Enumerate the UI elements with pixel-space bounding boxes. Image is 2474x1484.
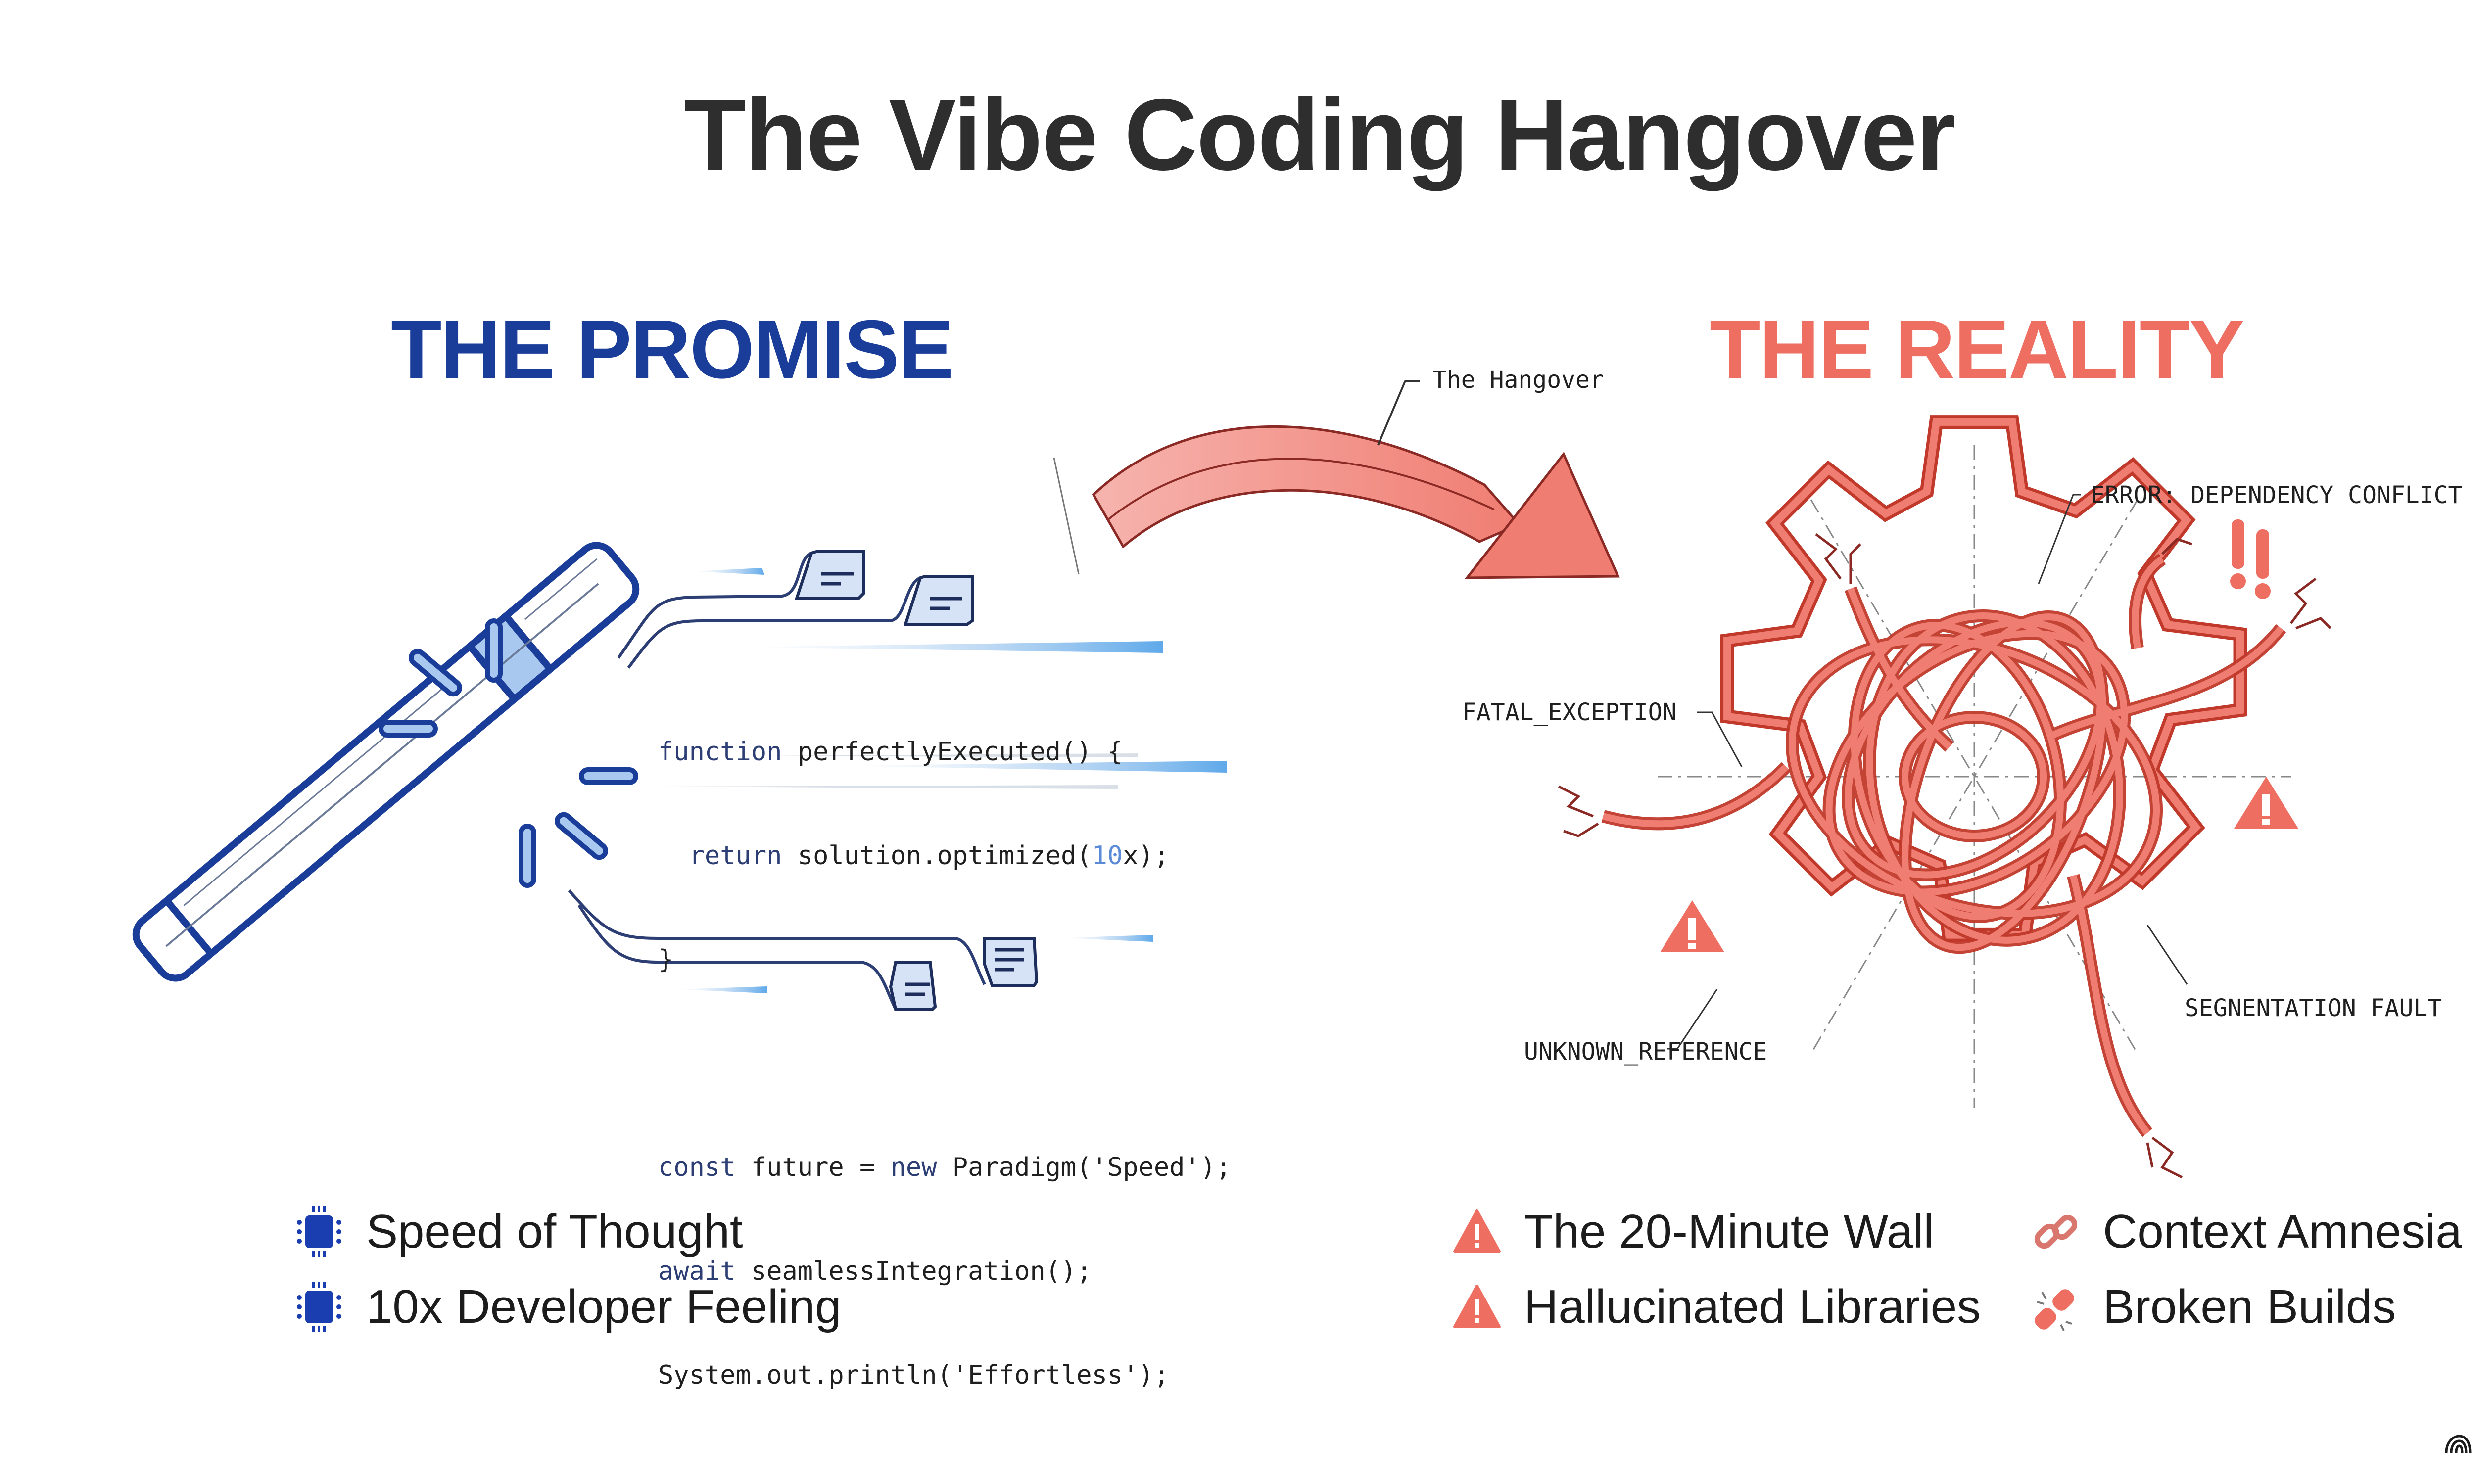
reality-bullet-hallucinated-libraries: Hallucinated Libraries <box>1450 1280 1981 1334</box>
promise-bullet-speed: Speed of Thought <box>292 1205 743 1259</box>
broken-link-icon <box>2029 1280 2083 1334</box>
promise-heading: THE PROMISE <box>391 303 953 396</box>
unknown-reference-label: UNKNOWN_REFERENCE <box>1524 1038 1767 1066</box>
document-lines <box>821 572 1024 996</box>
link-icon <box>2029 1205 2083 1259</box>
warning-icon <box>1450 1205 1504 1259</box>
segmentation-fault-label: SEGNENTATION FAULT <box>2185 994 2442 1022</box>
chip-icon <box>292 1280 346 1334</box>
notebooklm-logo-icon <box>2444 1434 2472 1454</box>
speed-streaks <box>658 568 1227 993</box>
reality-bullet-broken-builds: Broken Builds <box>2029 1280 2396 1334</box>
fatal-exception-label: FATAL_EXCEPTION <box>1462 698 1677 726</box>
dependency-conflict-label: ERROR: DEPENDENCY CONFLICT <box>2091 481 2463 509</box>
reality-heading: THE REALITY <box>1710 303 2244 396</box>
magic-wand-icon <box>132 542 640 982</box>
promise-bullet-10x: 10x Developer Feeling <box>292 1280 842 1334</box>
reality-bullet-context-amnesia: Context Amnesia <box>2029 1205 2462 1259</box>
hangover-label: The Hangover <box>1432 366 1604 394</box>
broken-gear-icon <box>1558 415 2331 1179</box>
chip-icon <box>292 1205 346 1259</box>
warning-icon <box>1450 1280 1504 1334</box>
page-title: The Vibe Coding Hangover <box>684 78 1956 191</box>
notebooklm-brand: NotebookLM <box>2444 1430 2474 1458</box>
sparkle-icon <box>379 618 638 888</box>
hangover-arrow-icon <box>1053 380 1620 579</box>
code-snippet: function perfectlyExecuted() { return so… <box>658 737 1232 1390</box>
warning-icon <box>1660 900 1724 952</box>
warning-icon <box>2234 777 2298 829</box>
flow-lines <box>568 552 986 1010</box>
exclamation-icon <box>2230 519 2271 599</box>
reality-bullet-20-minute-wall: The 20-Minute Wall <box>1450 1205 1934 1259</box>
